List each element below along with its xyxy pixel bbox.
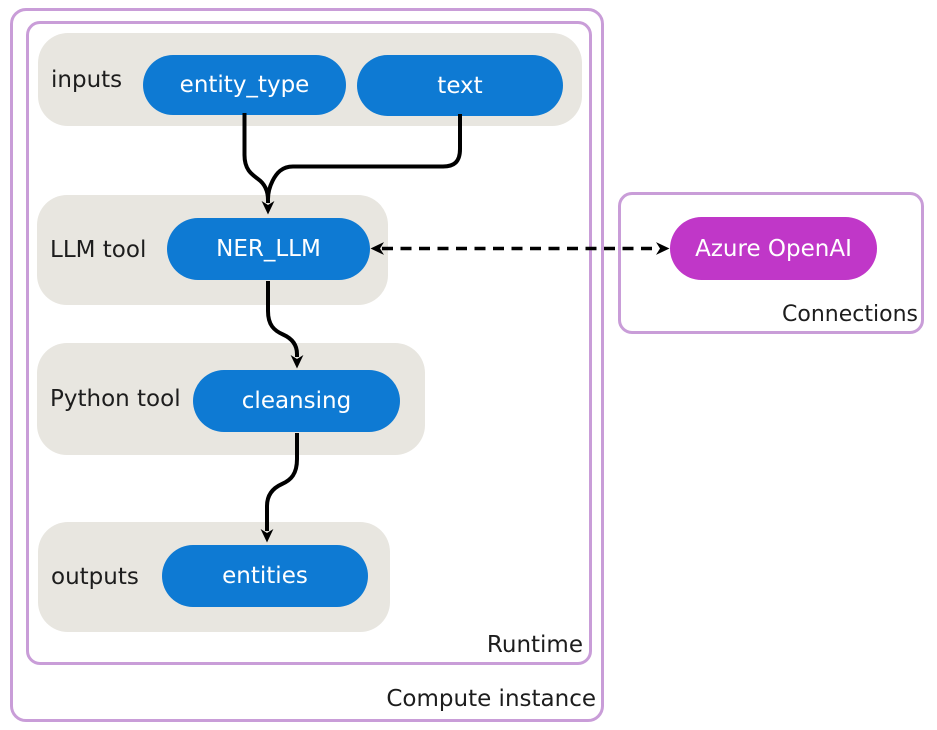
group-python-tool-label: Python tool — [50, 386, 181, 412]
runtime-label: Runtime — [486, 632, 583, 658]
compute-instance-box — [10, 8, 604, 722]
group-llm-tool-label: LLM tool — [50, 237, 147, 263]
runtime-box — [26, 21, 592, 665]
node-entity-type: entity_type — [143, 55, 346, 115]
group-outputs-label: outputs — [51, 564, 139, 590]
node-azure-openai: Azure OpenAI — [670, 217, 877, 280]
connections-label: Connections — [782, 302, 918, 327]
node-entities: entities — [162, 545, 368, 607]
compute-instance-label: Compute instance — [386, 686, 596, 712]
node-ner-llm: NER_LLM — [167, 218, 370, 280]
group-inputs-label: inputs — [51, 66, 123, 93]
node-cleansing: cleansing — [193, 370, 400, 432]
node-text: text — [357, 55, 563, 116]
connections-box — [618, 192, 924, 334]
